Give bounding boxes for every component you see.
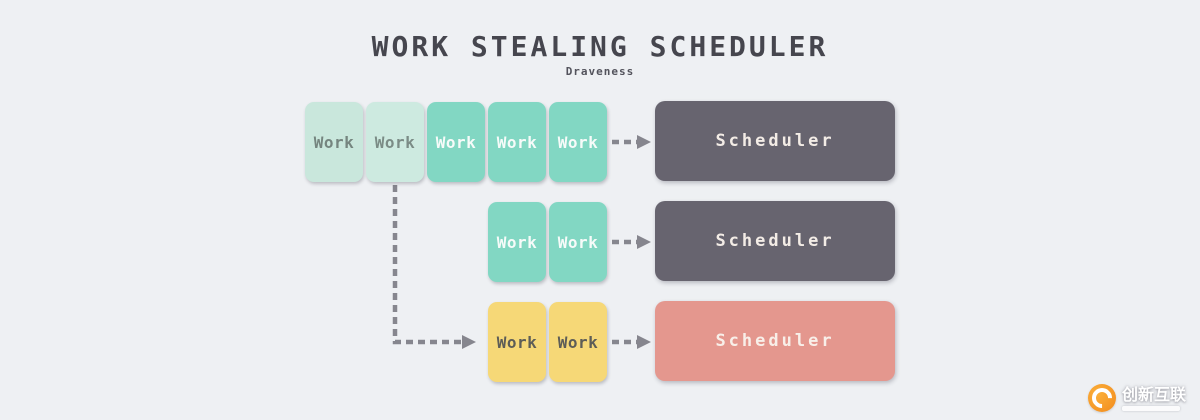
dashed-arrow-row2-icon: [612, 235, 651, 249]
work-box-label: Work: [496, 332, 538, 352]
work-box: Work: [427, 102, 485, 182]
work-box-label: Work: [313, 132, 355, 152]
work-box-label: Work: [435, 132, 477, 152]
work-box: Work: [549, 302, 607, 382]
work-box: Work: [488, 202, 546, 282]
page-title: WORK STEALING SCHEDULER: [371, 30, 829, 63]
scheduler-box: Scheduler: [655, 201, 895, 281]
watermark-text: 创新互联: [1121, 384, 1186, 404]
work-box-label: Work: [496, 232, 538, 252]
steal-path-arrow-icon: [392, 185, 476, 349]
scheduler-label: Scheduler: [715, 331, 835, 351]
work-box-label: Work: [557, 232, 599, 252]
work-box: Work: [305, 102, 363, 182]
work-box-label: Work: [557, 332, 599, 352]
scheduler-label: Scheduler: [715, 131, 835, 151]
work-box: Work: [549, 102, 607, 182]
work-box: Work: [366, 102, 424, 182]
watermark-logo-icon: [1087, 383, 1117, 413]
work-box-label: Work: [557, 132, 599, 152]
page-subtitle: Draveness: [565, 65, 635, 78]
work-box: Work: [549, 202, 607, 282]
dashed-arrow-row1-icon: [612, 135, 651, 149]
dashed-arrow-row3-icon: [612, 335, 651, 349]
work-box-label: Work: [496, 132, 538, 152]
scheduler-box: Scheduler: [655, 301, 895, 381]
watermark-c-shape-icon: [1087, 383, 1117, 413]
work-box: Work: [488, 302, 546, 382]
scheduler-label: Scheduler: [715, 231, 835, 251]
work-box-label: Work: [374, 132, 416, 152]
scheduler-box: Scheduler: [655, 101, 895, 181]
watermark: 创新互联: [1087, 383, 1186, 413]
watermark-subtext-bar: [1121, 405, 1180, 411]
work-box: Work: [488, 102, 546, 182]
